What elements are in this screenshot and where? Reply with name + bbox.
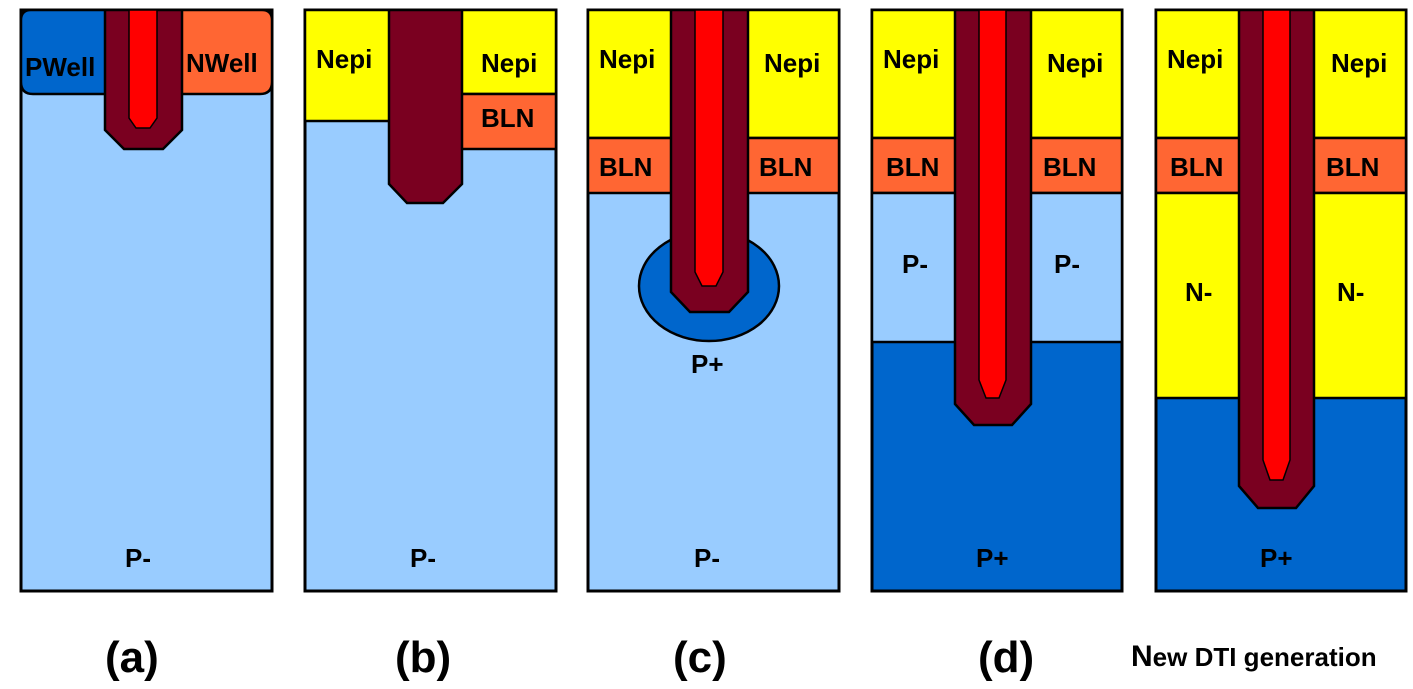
panel-a-substrate-label: P- [125, 543, 151, 573]
panel-c-bln-left-label: BLN [599, 152, 652, 182]
panel-b-bln-right [459, 92, 558, 151]
panel-d: Nepi Nepi BLN BLN P- P- P+ (d) [870, 8, 1124, 682]
panel-d-caption: (d) [978, 633, 1034, 682]
panel-b-bln-label: BLN [481, 103, 534, 133]
panel-b-trench [387, 8, 464, 205]
panel-a-caption: (a) [105, 633, 159, 682]
panel-d-p-minus-right-label: P- [1054, 249, 1080, 279]
panel-e-nepi-left-label: Nepi [1167, 44, 1223, 74]
panel-e-caption-initial: N [1131, 640, 1153, 673]
panel-d-substrate-label: P+ [976, 543, 1009, 573]
panel-e-caption: New DTI generation [1131, 640, 1377, 673]
panel-e-n-minus-right-label: N- [1337, 277, 1364, 307]
panel-e-caption-rest: ew DTI generation [1153, 642, 1377, 672]
panel-c-implant-label: P+ [691, 349, 724, 379]
panel-e-nepi-right-label: Nepi [1331, 48, 1387, 78]
panel-d-p-minus-left-label: P- [902, 249, 928, 279]
panel-a-nwell-label: NWell [186, 48, 258, 78]
panel-new-dti: Nepi Nepi BLN BLN N- N- P+ New DTI gener… [1131, 8, 1408, 673]
panel-c-nepi-right-label: Nepi [764, 48, 820, 78]
panel-c-trench-fill [694, 9, 724, 287]
panel-c-bln-right-label: BLN [759, 152, 812, 182]
panel-c-substrate-label: P- [694, 543, 720, 573]
panel-b-nepi-left-label: Nepi [316, 44, 372, 74]
panel-e-bln-left-label: BLN [1170, 152, 1223, 182]
panel-e-bln-right-label: BLN [1326, 152, 1379, 182]
panel-e-substrate-label: P+ [1260, 543, 1293, 573]
panel-e-trench-fill [1262, 9, 1291, 481]
panel-b-nepi-right [459, 8, 558, 96]
panel-a-pwell-label: PWell [25, 52, 95, 82]
panel-b-substrate-label: P- [410, 543, 436, 573]
panel-d-bln-left-label: BLN [886, 152, 939, 182]
panel-d-trench-fill [978, 9, 1007, 399]
panel-b-nepi-right-label: Nepi [481, 48, 537, 78]
panel-c: Nepi Nepi BLN BLN P+ P- (c) [586, 8, 841, 682]
panel-d-bln-right-label: BLN [1043, 152, 1096, 182]
panel-b: Nepi Nepi BLN P- (b) [303, 8, 558, 682]
panel-d-nepi-left-label: Nepi [883, 44, 939, 74]
panel-e-n-minus-left-label: N- [1185, 277, 1212, 307]
panel-c-caption: (c) [673, 633, 727, 682]
panel-a: PWell NWell P- (a) [19, 8, 274, 682]
panel-c-nepi-left-label: Nepi [599, 44, 655, 74]
panel-b-caption: (b) [395, 633, 451, 682]
panel-a-trench-fill [128, 9, 158, 129]
panel-d-nepi-right-label: Nepi [1047, 48, 1103, 78]
panel-a-nwell [163, 8, 274, 96]
